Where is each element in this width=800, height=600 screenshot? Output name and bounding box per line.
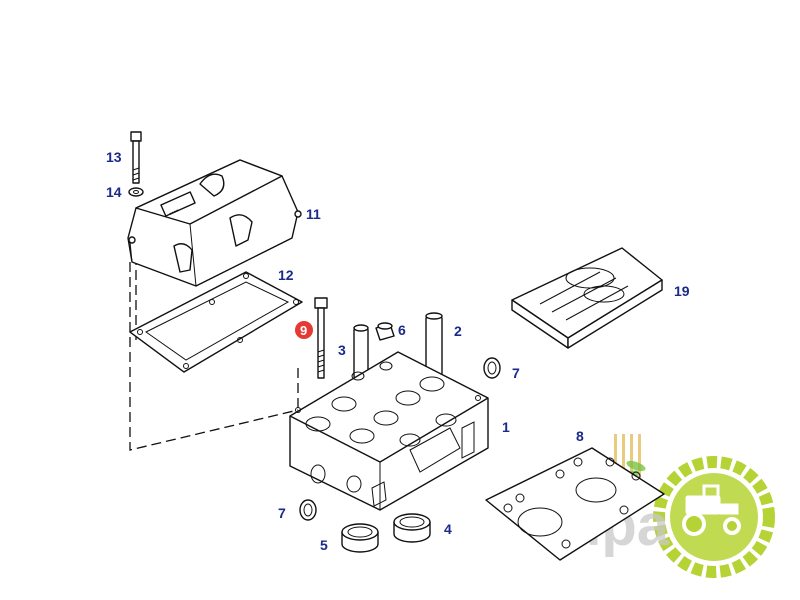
part-2-injector-sleeve (425, 312, 443, 379)
label-2: 2 (454, 323, 462, 339)
label-7-upper: 7 (512, 365, 520, 381)
label-5: 5 (320, 537, 328, 553)
label-1: 1 (502, 419, 510, 435)
label-11: 11 (306, 206, 321, 222)
tractor-icon (682, 484, 741, 536)
part-8-head-gasket (485, 447, 665, 561)
part-3-valve-guide (353, 324, 369, 381)
part-6-valve-seal (375, 322, 395, 341)
watermark-circle (653, 456, 775, 578)
svg-text:▪▪▪▪: ▪▪▪▪ (168, 207, 180, 218)
part-1-cylinder-head (289, 351, 489, 511)
assembly-guide-lines (129, 262, 299, 451)
label-3: 3 (338, 342, 346, 358)
wheat-icon (614, 434, 641, 480)
highlight-marker (295, 321, 313, 339)
label-6: 6 (398, 322, 406, 338)
part-11-valve-cover: ▪▪▪▪ (127, 159, 302, 287)
label-9: 9 (300, 323, 307, 338)
label-7-lower: 7 (278, 505, 286, 521)
label-9-highlighted: 9 (295, 321, 313, 339)
watermark-inner-circle (670, 473, 758, 561)
part-7-plug-lower (299, 499, 317, 521)
part-labels: 13 14 11 12 3 6 2 7 1 8 19 7 5 4 9 (106, 149, 690, 553)
label-13: 13 (106, 149, 122, 165)
label-4: 4 (444, 521, 452, 537)
part-9-head-bolt (314, 297, 328, 379)
label-19: 19 (674, 283, 690, 299)
part-12-cover-gasket (129, 271, 303, 373)
part-4-valve-seat-ring (393, 513, 431, 543)
label-14: 14 (106, 184, 122, 200)
part-7-plug-upper (483, 357, 501, 379)
part-14-washer (128, 187, 144, 197)
watermark-logo: dpa (566, 434, 775, 578)
label-12: 12 (278, 267, 294, 283)
part-13-bolt (130, 131, 142, 184)
part-19-gasket-kit (511, 247, 663, 349)
part-5-valve-seat-ring (341, 523, 379, 553)
label-8: 8 (576, 428, 584, 444)
